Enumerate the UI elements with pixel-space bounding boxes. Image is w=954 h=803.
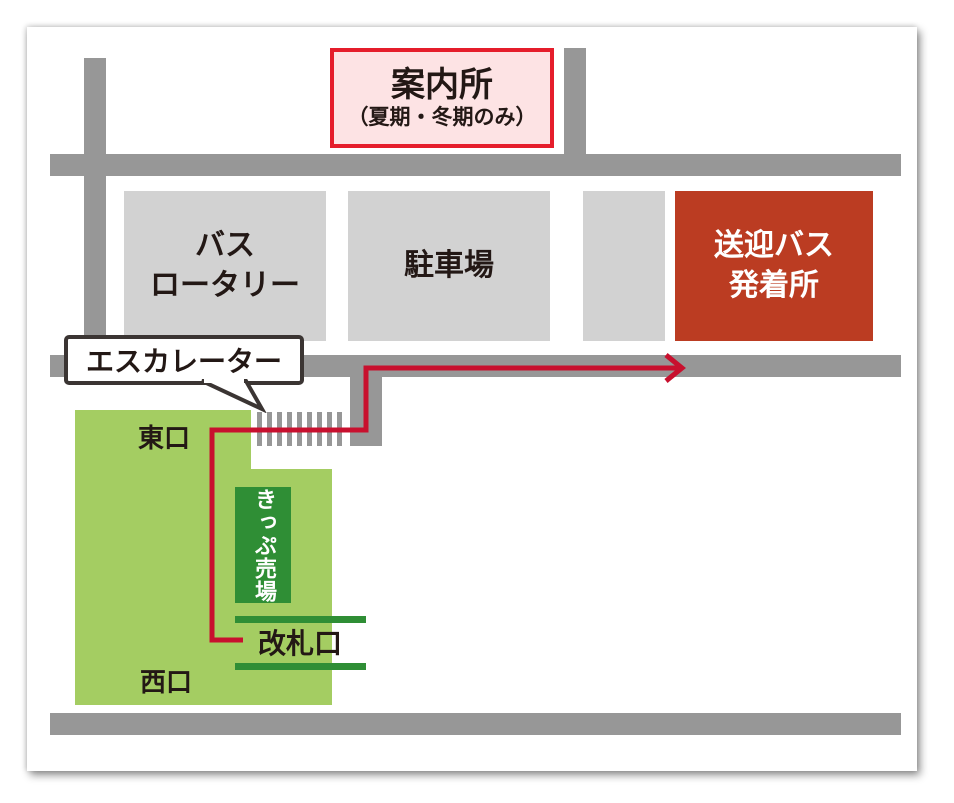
info-center-box: 案内所 （夏期・冬期のみ） bbox=[330, 48, 554, 148]
road-top-horizontal bbox=[50, 154, 901, 176]
ticket-gate-line-top bbox=[235, 616, 366, 623]
info-center-title: 案内所 bbox=[391, 65, 493, 105]
escalator-callout-label: エスカレーター bbox=[85, 345, 282, 378]
station-building-upper bbox=[75, 410, 251, 470]
road-left-vertical bbox=[84, 58, 106, 380]
info-center-note: （夏期・冬期のみ） bbox=[347, 105, 537, 129]
shuttle-bus-label-line2: 発着所 bbox=[729, 268, 819, 303]
parking-block: 駐車場 bbox=[348, 191, 550, 341]
ticket-gate-line-bottom bbox=[235, 663, 366, 670]
east-exit-label: 東口 bbox=[138, 424, 191, 454]
ticket-office: きっぷ売場 bbox=[235, 487, 291, 603]
route-path bbox=[209, 365, 680, 643]
route-arrowhead-icon bbox=[664, 353, 686, 383]
shuttle-bus-label-line1: 送迎バス bbox=[714, 228, 834, 263]
callout-pointer-icon bbox=[201, 379, 267, 413]
bus-rotary-label-line1: バス bbox=[195, 228, 255, 263]
bus-rotary-label-line2: ロータリー bbox=[150, 268, 300, 303]
shuttle-bus-block: 送迎バス 発着所 bbox=[675, 191, 873, 341]
road-top-vertical-stub bbox=[564, 48, 586, 158]
west-exit-label: 西口 bbox=[140, 668, 193, 698]
small-gray-block bbox=[583, 191, 665, 341]
bus-rotary-block: バス ロータリー bbox=[124, 191, 326, 341]
ticket-office-label: きっぷ売場 bbox=[251, 487, 276, 603]
road-bottom-horizontal bbox=[50, 713, 901, 735]
ticket-gate-label: 改札口 bbox=[258, 627, 343, 660]
escalator-callout: エスカレーター bbox=[64, 335, 304, 385]
parking-label: 駐車場 bbox=[404, 248, 494, 283]
